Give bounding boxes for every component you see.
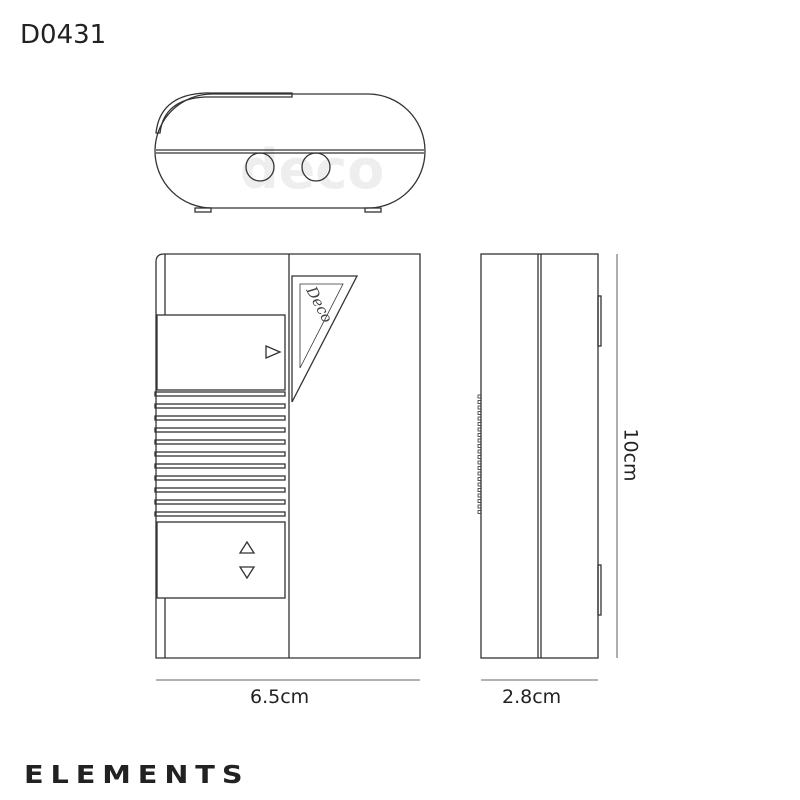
height-label: 10cm <box>619 428 642 482</box>
width-label: 6.5cm <box>250 686 310 708</box>
up-arrow-icon <box>238 540 256 554</box>
front-view: Deco <box>154 253 421 659</box>
ribs <box>154 391 286 517</box>
side-bump <box>477 482 482 487</box>
side-bump <box>477 471 482 476</box>
top-view-arc <box>155 92 293 134</box>
rib <box>154 391 286 397</box>
side-bump <box>477 510 482 514</box>
brand-logo: ELEMENTS <box>24 760 250 789</box>
side-bump <box>477 499 482 503</box>
side-bump <box>477 438 482 443</box>
rib <box>154 451 286 457</box>
rib <box>154 487 286 493</box>
side-bump <box>477 455 482 459</box>
side-bump <box>477 504 482 509</box>
front-outline <box>155 253 421 659</box>
side-bump <box>477 400 482 404</box>
side-bump <box>477 422 482 426</box>
side-bump <box>477 427 482 432</box>
depth-label: 2.8cm <box>502 686 562 708</box>
side-bump <box>477 433 482 437</box>
rib <box>154 475 286 481</box>
foot-left <box>194 207 212 213</box>
rib <box>154 439 286 445</box>
side-bump <box>477 411 482 415</box>
side-bump <box>477 477 482 481</box>
upper-button <box>156 314 286 391</box>
rib <box>154 403 286 409</box>
rib <box>154 427 286 433</box>
rib <box>154 511 286 517</box>
foot-right <box>364 207 382 213</box>
side-bump <box>477 405 482 410</box>
top-view: deco <box>154 92 426 213</box>
knob-left <box>245 152 275 182</box>
rib <box>154 463 286 469</box>
side-bump <box>477 444 482 448</box>
side-bump <box>477 449 482 454</box>
device-logo: Deco <box>291 275 359 403</box>
side-bump <box>477 488 482 492</box>
rib <box>154 415 286 421</box>
side-bump <box>477 394 482 399</box>
side-outline <box>480 253 599 659</box>
rib <box>154 499 286 505</box>
knob-right <box>301 152 331 182</box>
side-view <box>477 253 602 659</box>
svg-text:Deco: Deco <box>302 283 336 326</box>
watermark-logo: deco <box>240 138 384 201</box>
side-bump <box>477 416 482 421</box>
down-arrow-icon <box>238 566 256 580</box>
side-bump <box>477 466 482 470</box>
side-bump <box>477 493 482 498</box>
product-code: D0431 <box>20 20 107 50</box>
play-arrow-icon <box>265 345 282 359</box>
side-bump <box>477 460 482 465</box>
top-view-outline <box>154 93 426 209</box>
lower-button <box>156 521 286 599</box>
